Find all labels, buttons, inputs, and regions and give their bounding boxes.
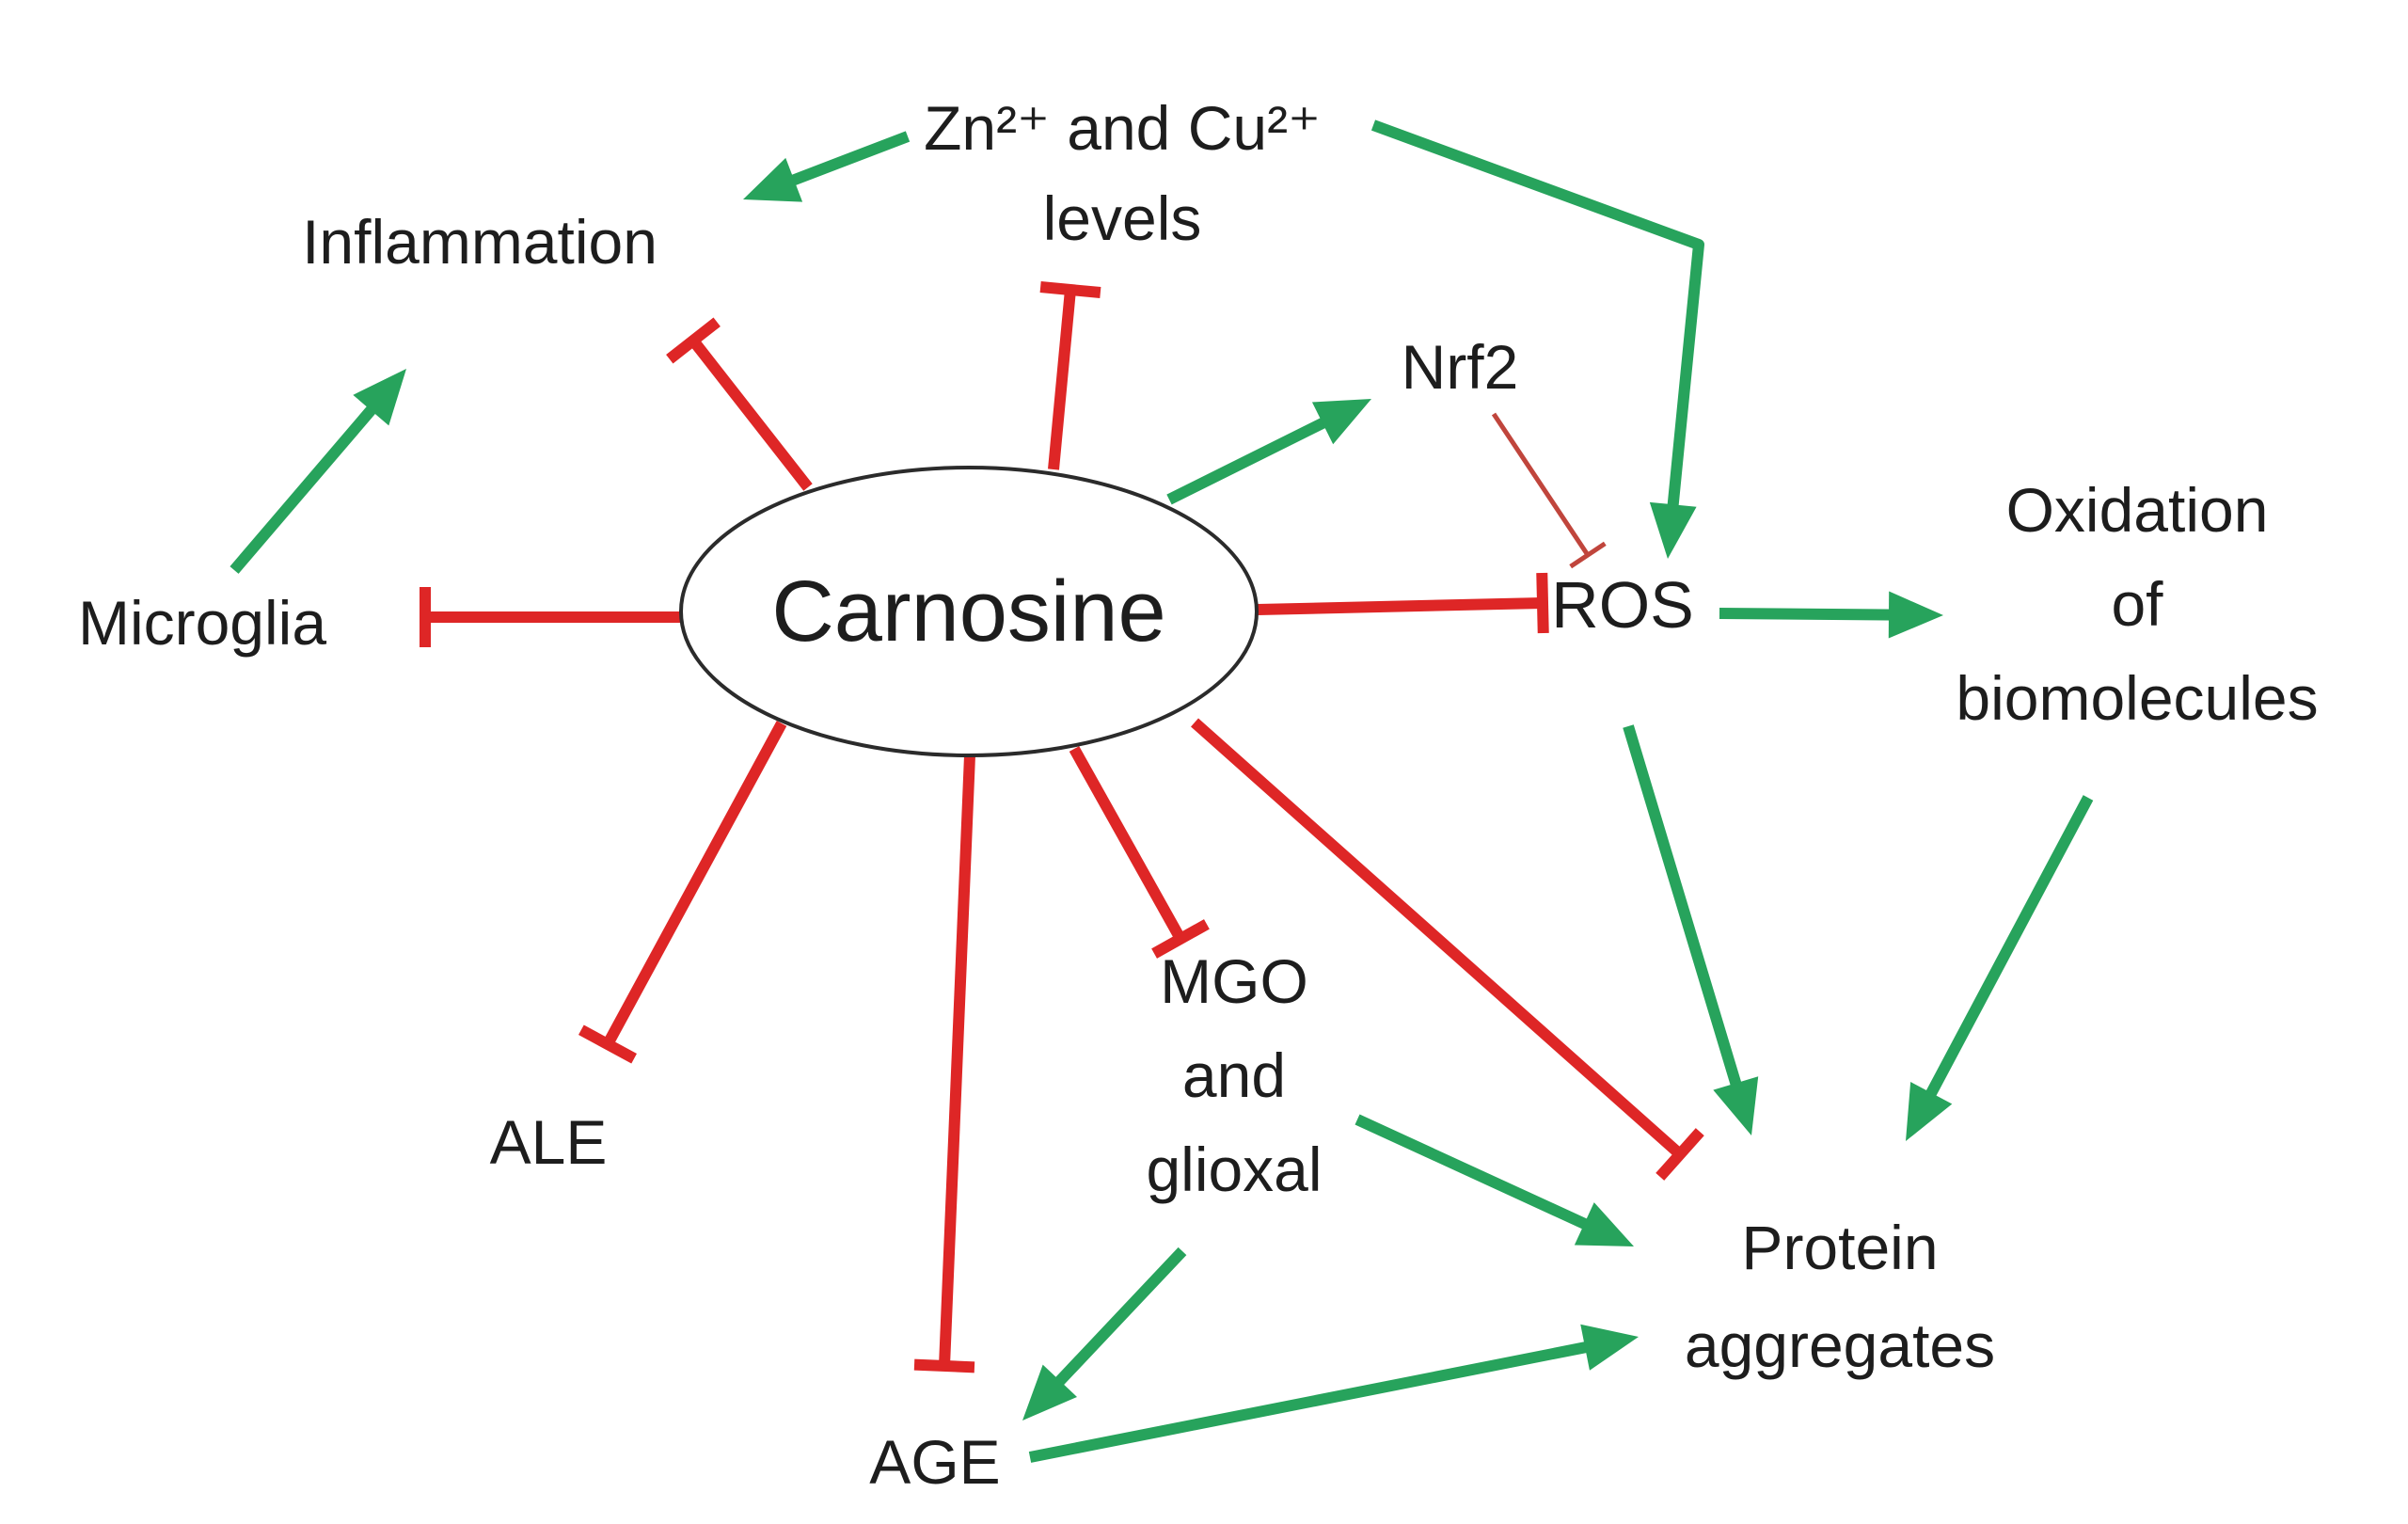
node-zn-cu-levels: Zn²⁺ and Cu²⁺ levels <box>924 93 1321 253</box>
node-inflammation: Inflammation <box>302 207 657 277</box>
activation-line <box>1048 1246 1187 1393</box>
activation-line <box>230 398 383 574</box>
node-microglia: Microglia <box>77 588 327 658</box>
inhibitor-bar-icon <box>578 1024 637 1064</box>
arrowhead-icon <box>1713 1076 1759 1135</box>
arrowhead-icon <box>1574 1202 1634 1246</box>
edge-carnosine-ros <box>1257 572 1549 634</box>
carnosine-ellipse <box>679 466 1259 757</box>
inhibition-line <box>1191 718 1684 1159</box>
edge-ros-protein-aggregates <box>1623 724 1759 1135</box>
edge-carnosine-inflammation <box>666 317 813 491</box>
inhibitor-bar-icon <box>1656 1128 1704 1181</box>
activation-line <box>1921 795 2094 1106</box>
arrowhead-icon <box>1906 1082 1953 1141</box>
activation-line <box>1623 724 1745 1096</box>
activation-line <box>1370 119 1704 516</box>
node-ale: ALE <box>489 1107 608 1177</box>
arrowhead-icon <box>1580 1324 1639 1371</box>
activation-line <box>1166 413 1336 505</box>
inhibition-line <box>602 721 787 1047</box>
inhibitor-bar-icon <box>666 317 721 364</box>
edge-ros-oxidation <box>1719 591 1943 639</box>
activation-line <box>1028 1340 1598 1463</box>
inhibitor-bar-icon <box>913 1358 975 1373</box>
arrowhead-icon <box>353 369 406 426</box>
arrowhead-icon <box>1649 501 1697 559</box>
edge-microglia-inflammation <box>230 369 406 574</box>
edge-zn-cu-levels-ros <box>1370 119 1704 559</box>
inhibitor-bar-icon <box>1039 281 1101 298</box>
edge-age-protein-aggregates <box>1028 1324 1639 1463</box>
activation-line <box>1354 1114 1597 1234</box>
inhibition-line <box>1048 289 1076 470</box>
edge-carnosine-microglia <box>420 587 689 647</box>
arrowhead-icon <box>743 157 803 202</box>
edge-carnosine-age <box>913 754 975 1373</box>
node-carnosine: Carnosine <box>771 564 1166 659</box>
inhibition-line <box>939 754 975 1367</box>
edge-nrf2-ros <box>1491 412 1607 569</box>
arrowhead-icon <box>1311 399 1371 445</box>
edge-zn-cu-levels-inflammation <box>743 131 911 202</box>
inhibition-line <box>1257 597 1544 615</box>
inhibition-line <box>1069 746 1186 942</box>
node-nrf2: Nrf2 <box>1401 332 1519 402</box>
edge-carnosine-zn-cu-levels <box>1039 281 1101 470</box>
arrowhead-icon <box>1888 591 1943 639</box>
inhibitor-bar-icon <box>1569 541 1607 569</box>
edge-carnosine-ale <box>578 721 787 1064</box>
inhibition-line <box>1491 412 1591 557</box>
node-ros: ROS <box>1551 568 1694 642</box>
edge-mgo-glioxal-age <box>1022 1246 1187 1421</box>
inhibitor-bar-icon <box>1536 572 1549 634</box>
arrowhead-icon <box>1022 1364 1077 1421</box>
node-mgo-glioxal: MGO and glioxal <box>1146 946 1323 1204</box>
inhibitor-bar-icon <box>1151 919 1210 959</box>
edge-carnosine-mgo-glioxal <box>1069 746 1210 959</box>
activation-line <box>781 131 911 190</box>
activation-line <box>1719 608 1901 621</box>
node-protein-aggregates: Protein aggregates <box>1684 1213 1996 1380</box>
inhibition-line <box>689 337 813 491</box>
edge-mgo-glioxal-protein-aggregates <box>1354 1114 1634 1246</box>
edge-oxidation-protein-aggregates <box>1906 795 2094 1141</box>
edge-carnosine-protein-aggregates <box>1191 718 1704 1181</box>
node-oxidation: Oxidation of biomolecules <box>1956 475 2319 733</box>
edge-carnosine-nrf2 <box>1166 399 1371 505</box>
node-age: AGE <box>869 1427 1001 1497</box>
